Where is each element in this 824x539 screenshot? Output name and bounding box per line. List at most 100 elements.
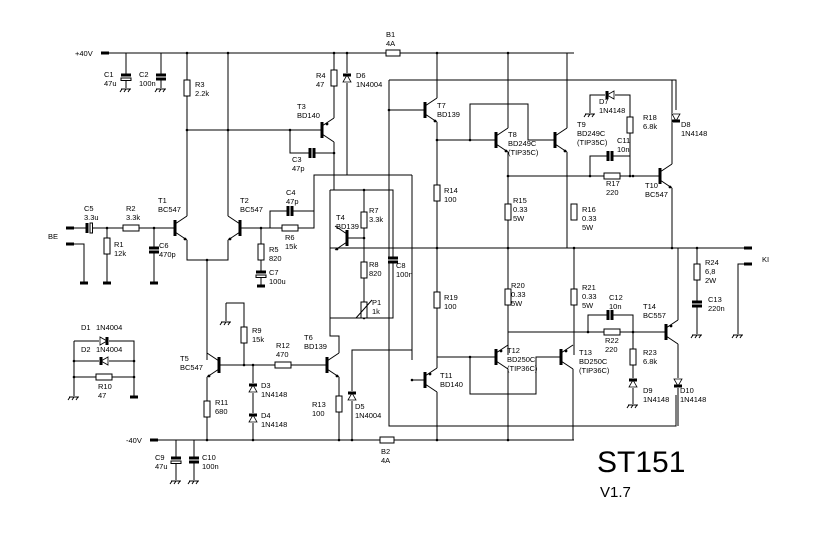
diode-d9 (628, 378, 638, 388)
label-r20: 0.33 (511, 290, 526, 299)
label-t12: BD250C (507, 355, 536, 364)
transistor-lead-bottom (495, 360, 509, 370)
label-c2: 100n (139, 79, 156, 88)
label-c3: C3 (292, 155, 302, 164)
label-d8: 1N4148 (681, 129, 707, 138)
label-d7: 1N4148 (599, 106, 625, 115)
ground-hatch (587, 113, 591, 118)
parts (66, 49, 752, 485)
resistor-r18 (626, 116, 634, 134)
junction-dot (410, 378, 414, 382)
label-c8: C8 (396, 261, 406, 270)
label-d3: D3 (261, 381, 271, 390)
label-c3: 47p (292, 164, 305, 173)
ground-hatch (634, 404, 638, 409)
transistor-t4 (334, 225, 349, 251)
label-d9: D9 (643, 386, 653, 395)
junction-dot (435, 51, 439, 55)
label-c6: C6 (159, 241, 169, 250)
ground-hatch (173, 480, 177, 485)
ground-hatch (591, 113, 595, 118)
label-r4: 47 (316, 80, 324, 89)
resistor-r17 (603, 172, 621, 180)
label-d3: 1N4148 (261, 390, 287, 399)
ground-hatch (626, 404, 630, 409)
schematic-version: V1.7 (600, 484, 631, 501)
label-t9: BD249C (577, 129, 606, 138)
resistor-r16 (570, 203, 578, 221)
resistor-r10 (95, 373, 113, 381)
wire (436, 122, 496, 141)
transistor-emitter-arrow (428, 372, 432, 376)
ground-hatch (219, 321, 223, 326)
wire (289, 130, 334, 154)
label-r2: 3.3k (126, 213, 140, 222)
capacitor-gap (286, 206, 294, 216)
label-c9: C9 (155, 453, 165, 462)
transistor-t9 (553, 127, 568, 153)
label-r12: R12 (276, 341, 290, 350)
resistor-r14 (433, 184, 441, 202)
label-t7: T7 (437, 101, 446, 110)
wire (300, 211, 315, 229)
label-r16: R16 (582, 205, 596, 214)
diode-triangle (628, 379, 638, 388)
label-c12: 10n (609, 302, 622, 311)
transistor-lead-top (334, 225, 348, 235)
label-c13: 220n (708, 304, 725, 313)
label-t9: (TIP35C) (577, 138, 608, 147)
resistor-r5 (257, 243, 265, 261)
label-c9: 47u (155, 462, 168, 471)
label-c7: 100u (269, 277, 286, 286)
label-r9: R9 (252, 326, 262, 335)
label-r5: 820 (269, 254, 282, 263)
junction-dot (631, 174, 635, 178)
ground-hatch (169, 480, 173, 485)
ground-hatch (71, 396, 75, 401)
capacitor-plate (255, 274, 267, 278)
ground-hatch (698, 334, 702, 339)
label-r24: 6,8 (705, 267, 715, 276)
transistor-emitter-arrow (499, 349, 503, 353)
label-b1: B1 (386, 30, 395, 39)
label-t1: BC547 (158, 205, 181, 214)
capacitor-c7 (255, 270, 267, 278)
label-t2: BC547 (240, 205, 263, 214)
label-b2: 4A (381, 456, 390, 465)
junction-dot (345, 51, 349, 55)
ground-icon (119, 88, 131, 93)
label-t6: BD139 (304, 342, 327, 351)
diode-d8 (671, 113, 681, 123)
transistor-t8 (494, 127, 509, 153)
transistor-t6 (325, 352, 340, 378)
junction-dot (132, 375, 136, 379)
capacitor-c3 (308, 148, 316, 158)
transistor-emitter-arrow (563, 149, 567, 153)
labels: +40VB14A-40VB24AC147uC2100nC947uC10100nB… (48, 30, 769, 471)
transistor-lead-top (665, 319, 679, 329)
label-c5: 3.3u (84, 213, 99, 222)
label-c10: C10 (202, 453, 216, 462)
ground-icon (67, 396, 79, 401)
label-d10: 1N4148 (680, 395, 706, 404)
label-c10: 100n (202, 462, 219, 471)
diode-triangle (248, 414, 258, 423)
label-t12: T12 (507, 346, 520, 355)
ground-hatch (694, 334, 698, 339)
label-d5: D5 (355, 402, 365, 411)
resistor-r6 (281, 224, 299, 232)
label-d1-part: 1N4004 (96, 323, 122, 332)
label-r22: 220 (605, 345, 618, 354)
label-t13: (TIP36C) (579, 366, 610, 375)
ground-hatch (223, 321, 227, 326)
transistor-t12 (494, 344, 509, 370)
schematic-title: ST151 (597, 446, 685, 479)
label-r21: R21 (582, 283, 596, 292)
label-d2: D2 (81, 345, 91, 354)
label-c12: C12 (609, 293, 623, 302)
diode-triangle (673, 378, 683, 387)
label-t3: BD140 (297, 111, 320, 120)
label-r20: R20 (511, 281, 525, 290)
label-t9: T9 (577, 120, 586, 129)
